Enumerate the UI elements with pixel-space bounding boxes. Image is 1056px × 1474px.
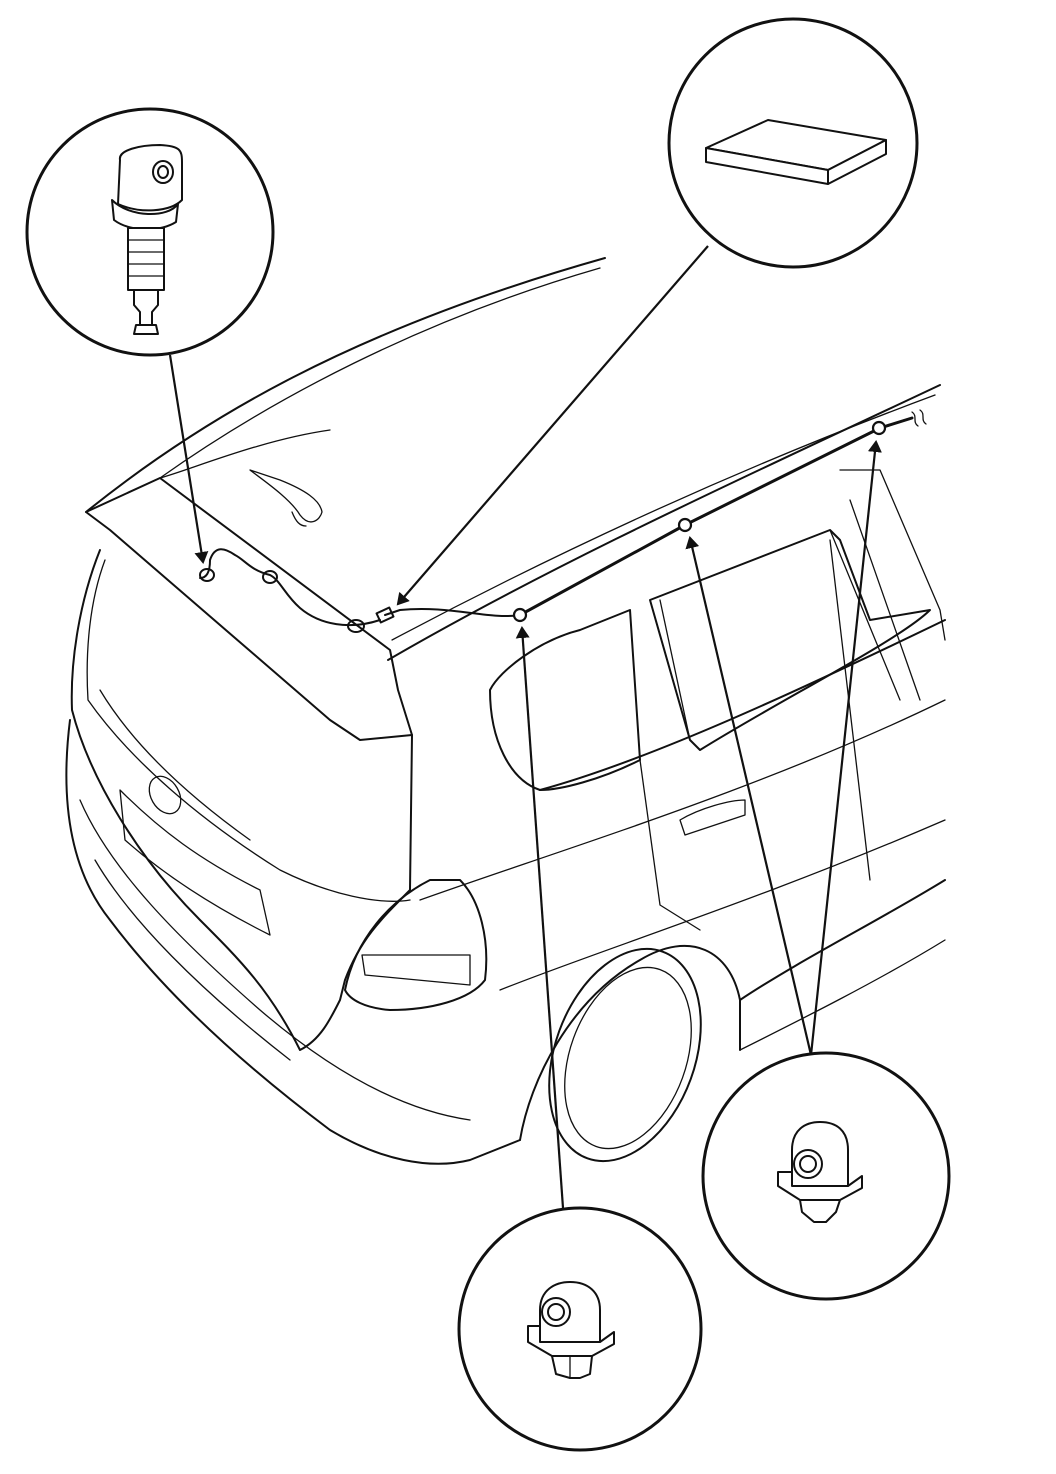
leader-clip-1: [515, 626, 565, 1209]
clip-point-1: [512, 607, 528, 623]
callout-hose-clip-rear: [701, 1051, 951, 1301]
door-handle: [679, 799, 746, 836]
hose-clip-icon: [777, 1121, 863, 1223]
rear-window: [86, 559, 411, 902]
emblem: [148, 775, 182, 815]
hose-grommet: [347, 619, 365, 633]
antenna: [249, 469, 323, 523]
tailgate: [70, 549, 413, 1051]
callout-hose-clip-side: [457, 1206, 703, 1452]
foam-pad-location: [375, 606, 395, 624]
clip-point-3: [871, 420, 887, 436]
rocker-panel: [739, 879, 946, 1001]
leader-clip-2: [685, 536, 813, 1056]
hose-side-run: [518, 416, 914, 617]
door-seam-rear: [639, 759, 701, 931]
rear-door-window: [649, 529, 931, 751]
leader-foam-pad: [396, 245, 709, 606]
roof-edge: [85, 257, 606, 513]
front-door-window: [839, 469, 946, 641]
leader-washer-nozzle: [168, 354, 209, 564]
vehicle-outline: [65, 257, 946, 1165]
license-garnish: [119, 789, 271, 936]
callout-foam-pad: [667, 17, 919, 269]
leader-clip-3: [809, 440, 882, 1056]
wheel-arch: [519, 944, 741, 1141]
rear-wheel: [548, 947, 702, 1163]
leader-lines: [168, 245, 882, 1209]
rear-spoiler: [85, 477, 413, 741]
roof-side-rail: [387, 384, 941, 661]
belt-line: [539, 619, 946, 791]
clip-point-2: [677, 517, 693, 533]
quarter-window: [489, 609, 641, 791]
tail-light: [344, 879, 488, 1011]
washer-hose: [199, 409, 927, 633]
rear-bumper: [65, 719, 521, 1165]
hose-clip-icon: [527, 1281, 615, 1379]
hose-spoiler-run: [199, 548, 381, 627]
foam-pad-icon: [705, 119, 887, 185]
roof-inner-edge: [159, 267, 601, 479]
hose-roof-run: [384, 607, 521, 618]
washer-nozzle-icon: [111, 144, 183, 335]
callout-washer-nozzle: [25, 107, 275, 357]
nozzle-location: [199, 568, 215, 582]
